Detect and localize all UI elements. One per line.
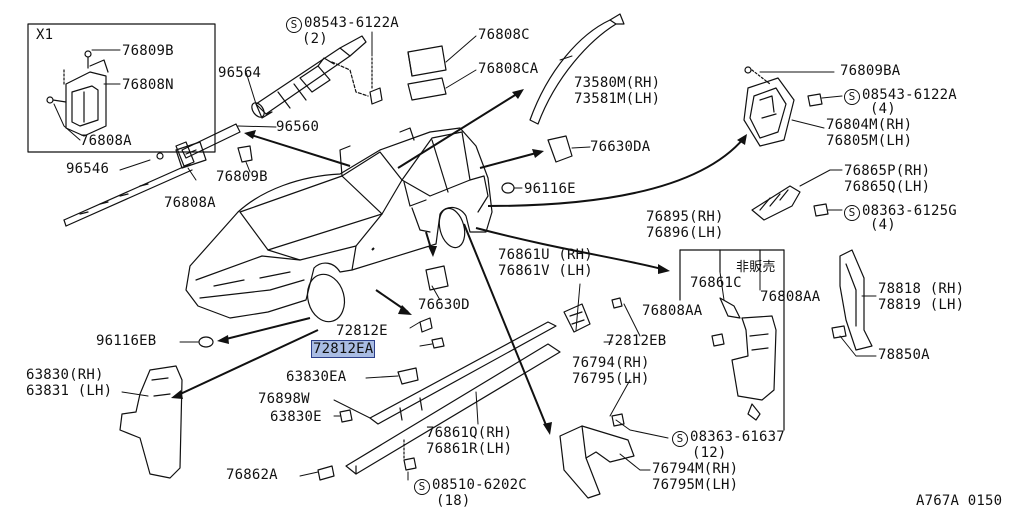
- bolt-76809B-drawing: [237, 145, 253, 163]
- part-label-96546: 96546: [66, 161, 110, 177]
- part-label-76808A-inset: 76808A: [80, 133, 132, 149]
- qty-label-2: (2): [302, 31, 328, 47]
- screw-symbol-icon: S: [672, 431, 688, 447]
- part-label-76808A: 76808A: [164, 195, 216, 211]
- pad-76808CA-drawing: [407, 77, 447, 101]
- part-label-78850A: 78850A: [878, 347, 930, 363]
- arrow-lines: [175, 91, 745, 431]
- diagram-code: A767A 0150: [916, 493, 1003, 509]
- part-label-76809B-inset: 76809B: [122, 43, 174, 59]
- antenna-motor-drawing: [251, 35, 369, 119]
- antenna-mast-drawing: [175, 123, 241, 167]
- part-label-76808C: 76808C: [478, 27, 530, 43]
- part-label-76808CA: 76808CA: [478, 61, 539, 77]
- part-label-76865P: 76865P(RH): [844, 163, 931, 179]
- part-label-76808AA-right: 76808AA: [760, 289, 821, 305]
- bracket-76804M-drawing: [743, 66, 823, 147]
- qty-label-12: (12): [692, 445, 727, 461]
- part-label-76804M: 76804M(RH): [826, 117, 913, 133]
- inset-box: [27, 23, 216, 153]
- part-label-76861R: 76861R(LH): [426, 441, 513, 457]
- part-label-76809B: 76809B: [216, 169, 268, 185]
- front-mudflap-drawing: [119, 365, 183, 479]
- part-label-96560: 96560: [276, 119, 320, 135]
- part-label-72812EB: 72812EB: [606, 333, 667, 349]
- part-label-63830: 63830(RH): [26, 367, 104, 383]
- part-label-73580M: 73580M(RH): [574, 75, 661, 91]
- bolt-drawing: [369, 57, 383, 105]
- cap-76630DA-drawing: [547, 135, 573, 163]
- roof-moulding-drawing: [529, 13, 625, 125]
- part-label-63831: 63831 (LH): [26, 383, 113, 399]
- qty-label-4a: (4): [870, 101, 896, 117]
- car-body-drawing: [185, 127, 493, 323]
- part-label-76896: 76896(LH): [646, 225, 724, 241]
- part-label-76809BA: 76809BA: [840, 63, 901, 79]
- not-for-sale-label: 非販売: [736, 260, 776, 275]
- part-label-76895: 76895(RH): [646, 209, 724, 225]
- rear-mudflap-drawing: [731, 315, 777, 421]
- screw-symbol-icon: S: [844, 89, 860, 105]
- leader-lines: [53, 31, 877, 481]
- clip-76861U-drawing: [563, 297, 623, 333]
- bracket-76808A-drawing: [175, 141, 207, 169]
- part-label-72812E: 72812E: [336, 323, 388, 339]
- cap-76630D-drawing: [425, 265, 449, 291]
- screw-symbol-icon: S: [844, 205, 860, 221]
- part-label-96116EB: 96116EB: [96, 333, 157, 349]
- part-label-76861U: 76861U (RH): [498, 247, 593, 263]
- highlighted-part-number[interactable]: 72812EA: [310, 340, 376, 358]
- part-label-76794: 76794(RH): [572, 355, 650, 371]
- screw-symbol-icon: S: [286, 17, 302, 33]
- part-label-73581M: 73581M(LH): [574, 91, 661, 107]
- bracket-76794-drawing: [559, 413, 635, 499]
- qty-label-18: (18): [436, 493, 471, 509]
- part-label-76805M: 76805M(LH): [826, 133, 913, 149]
- part-label-76861Q: 76861Q(RH): [426, 425, 513, 441]
- arrow-heads: [171, 89, 747, 435]
- part-label-76630D: 76630D: [418, 297, 470, 313]
- part-label-76898W: 76898W: [258, 391, 310, 407]
- part-label-76865Q: 76865Q(LH): [844, 179, 931, 195]
- part-label-72812EA: 72812EA: [310, 340, 376, 358]
- part-label-76794M: 76794M(RH): [652, 461, 739, 477]
- qty-label-4b: (4): [870, 217, 896, 233]
- part-label-76861V: 76861V (LH): [498, 263, 593, 279]
- part-label-76808N: 76808N: [122, 77, 174, 93]
- group-bracket-lines: [679, 249, 785, 431]
- part-label-96564: 96564: [218, 65, 262, 81]
- part-label-76808AA-left: 76808AA: [642, 303, 703, 319]
- screw-symbol-icon: S: [414, 479, 430, 495]
- part-label-78818: 78818 (RH): [878, 281, 965, 297]
- part-label-96116E: 96116E: [524, 181, 576, 197]
- inset-bracket-drawing: [46, 50, 109, 137]
- fastener-drawings: [198, 317, 445, 481]
- part-label-78819: 78819 (LH): [878, 297, 965, 313]
- part-label-76861C: 76861C: [690, 275, 742, 291]
- part-label-76795M: 76795M(LH): [652, 477, 739, 493]
- part-label-63830EA: 63830EA: [286, 369, 347, 385]
- part-label-63830E: 63830E: [270, 409, 322, 425]
- part-label-76862A: 76862A: [226, 467, 278, 483]
- clip-96116E-drawing: [501, 182, 515, 194]
- garnish-78818-drawing: [831, 249, 873, 351]
- part-label-76795: 76795(LH): [572, 371, 650, 387]
- bracket-76865P-drawing: [751, 185, 829, 221]
- part-label-76630DA: 76630DA: [590, 139, 651, 155]
- pad-76808C-drawing: [407, 45, 447, 77]
- inset-label: X1: [36, 27, 54, 43]
- antenna-rod-drawing: [63, 152, 193, 227]
- side-sill-moulding-drawing: [345, 321, 561, 475]
